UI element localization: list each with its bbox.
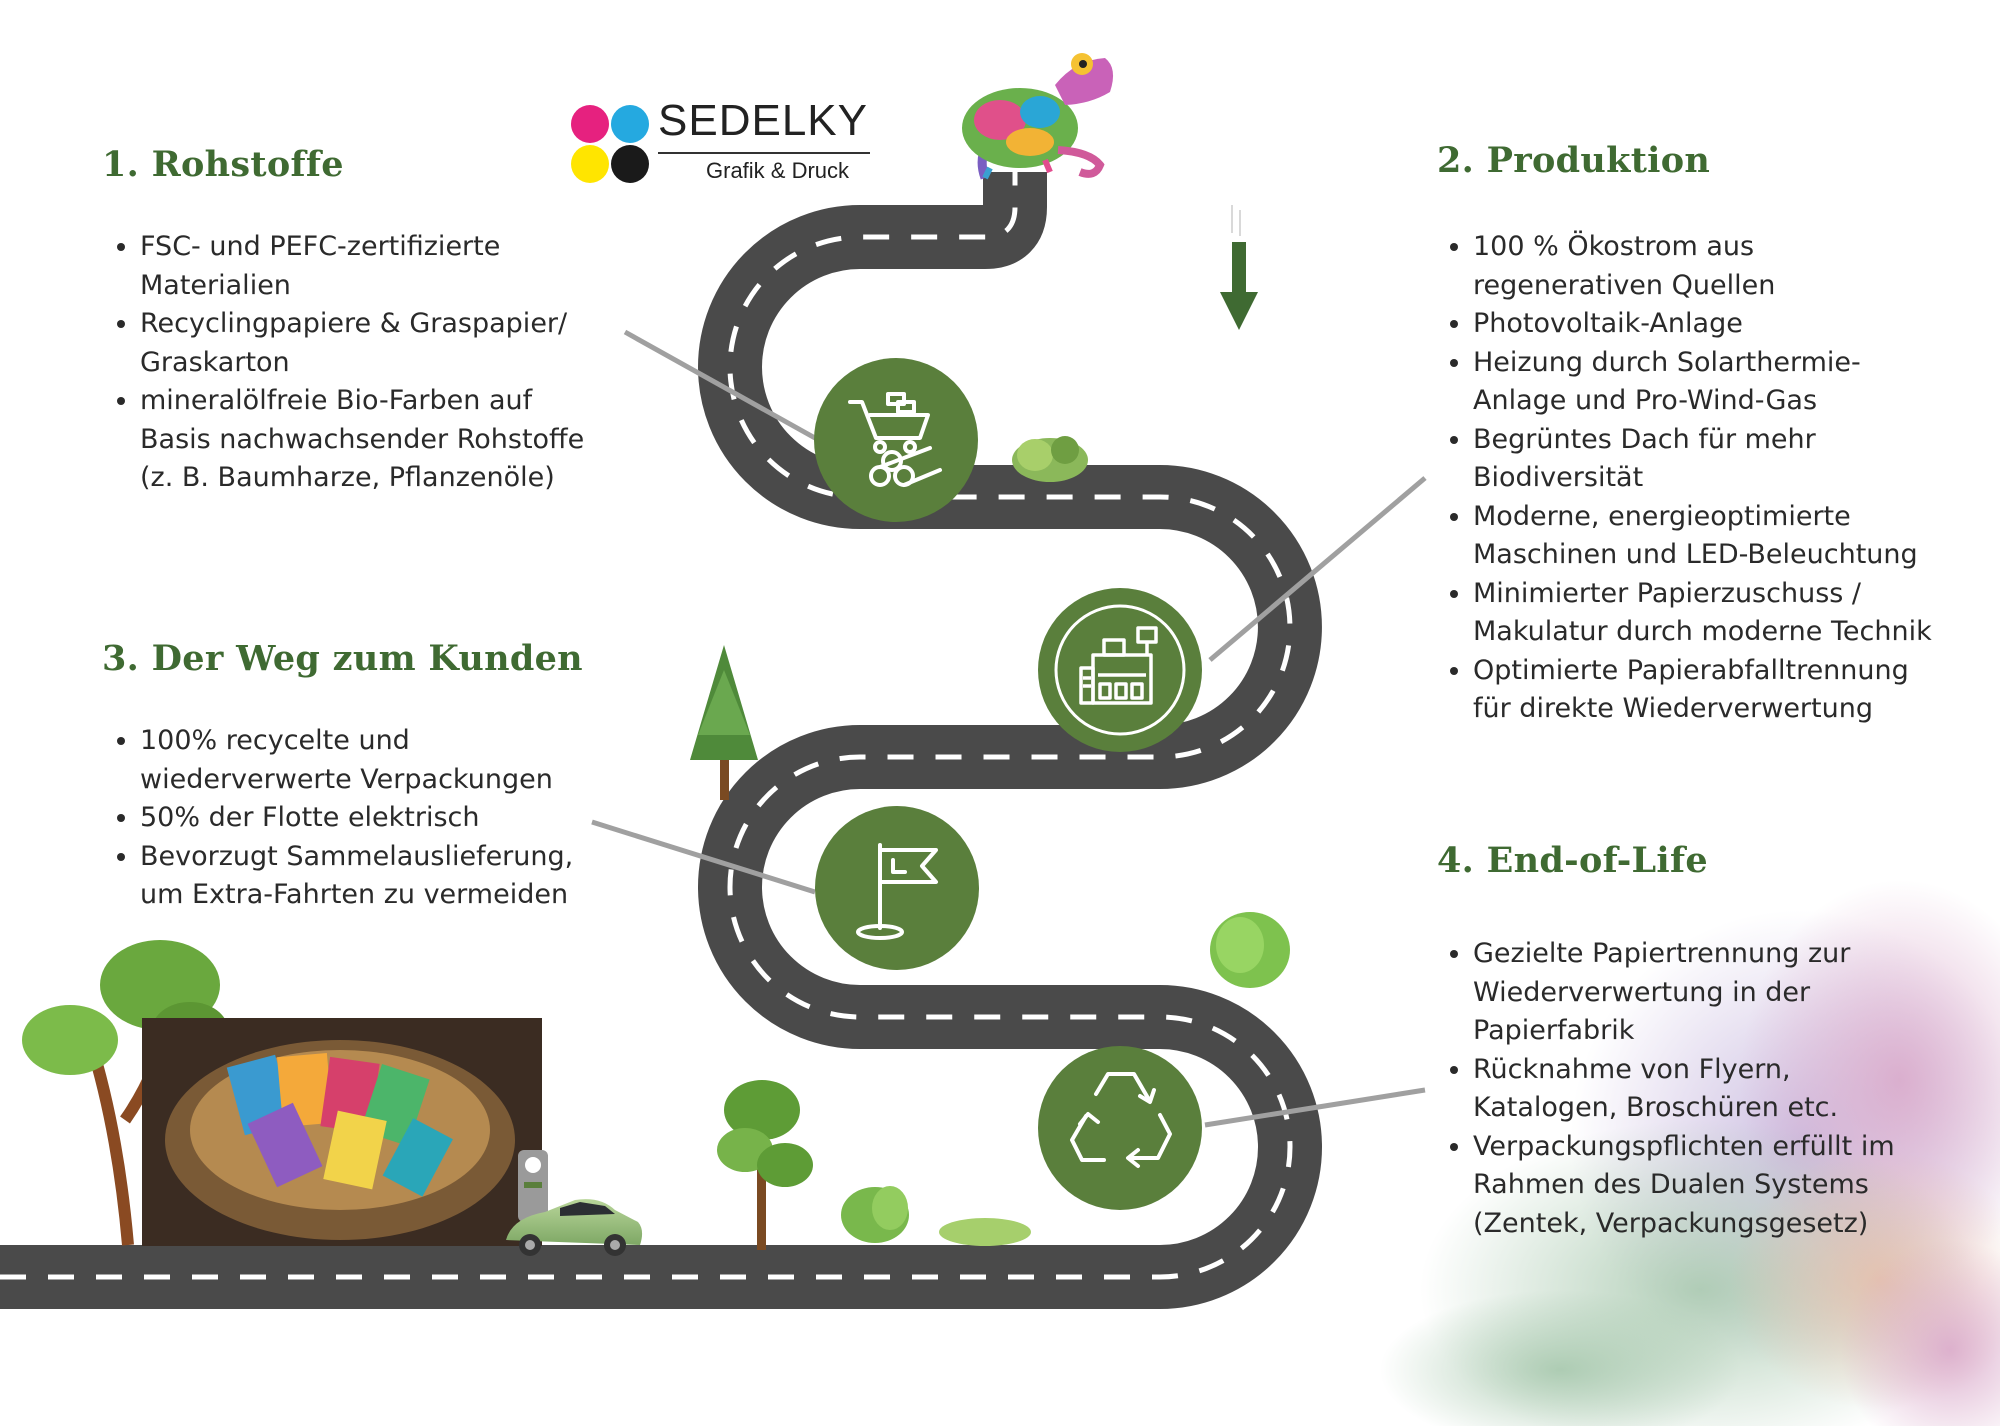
list-item: 50% der Flotte elektrisch [140, 799, 660, 838]
bush-illustration [939, 1218, 1031, 1246]
logo-wordmark: SEDELKY [658, 96, 868, 145]
charging-station-illustration [518, 1150, 548, 1222]
list-item: Rücknahme von Flyern, Katalogen, Broschü… [1473, 1051, 2000, 1128]
flag-icon [856, 843, 938, 940]
produktion-list: 100 % Ökostrom aus regenerativen Quellen… [1435, 228, 2000, 729]
logo-divider [658, 152, 870, 154]
bush-illustration [841, 1186, 909, 1243]
watercolor-splash [1380, 880, 2000, 1426]
connector-kunden [591, 819, 816, 895]
paper-basket-photo [142, 1018, 542, 1246]
list-item-text: 100% recycelte und wiederverwerte Verpac… [140, 725, 553, 795]
list-item: 100% recycelte und wiederverwerte Verpac… [140, 722, 660, 799]
list-item-text: Verpackungspflichten erfüllt im Rahmen d… [1473, 1130, 1895, 1239]
bush-illustration [1210, 912, 1290, 988]
stage-icon-kunden [815, 806, 979, 970]
section-title-produktion: 2. Produktion [1437, 140, 1711, 181]
recycle-icon [1070, 1072, 1172, 1168]
connector-rohstoffe [623, 329, 817, 441]
list-item: Photovoltaik-Anlage [1473, 305, 2000, 344]
list-item: Verpackungspflichten erfüllt im Rahmen d… [1473, 1128, 2000, 1244]
section-title-rohstoffe: 1. Rohstoffe [102, 144, 344, 185]
list-item-text: Heizung durch Solarthermie- Anlage und P… [1473, 346, 1861, 417]
electric-car-illustration [506, 1199, 643, 1256]
list-item: Recyclingpapiere & Graspapier/ Graskarto… [140, 305, 660, 382]
list-item-text: 100 % Ökostrom aus regenerativen Quellen [1473, 231, 1776, 301]
sedelky-logo: SEDELKY Grafik & Druck [570, 96, 880, 190]
list-item-text: Rücknahme von Flyern, Katalogen, Broschü… [1473, 1053, 1839, 1124]
factory-icon [1079, 626, 1158, 705]
section-title-kunden: 3. Der Weg zum Kunden [102, 638, 583, 679]
list-item: Heizung durch Solarthermie- Anlage und P… [1473, 344, 2000, 421]
tree-illustration [717, 1080, 813, 1250]
tree-illustration [690, 645, 758, 800]
logo-tagline: Grafik & Druck [706, 158, 850, 183]
kunden-list: 100% recycelte und wiederverwerte Verpac… [102, 722, 660, 915]
chameleon-illustration [962, 53, 1114, 180]
connector-lines [591, 329, 1427, 1128]
connector-end-of-life [1204, 1087, 1426, 1128]
list-item-text: 50% der Flotte elektrisch [140, 802, 480, 833]
list-item: Bevorzugt Sammelauslieferung, um Extra-F… [140, 838, 660, 915]
bush-illustration [1012, 436, 1088, 482]
list-item: Optimierte Papierabfalltrennung für dire… [1473, 652, 2000, 729]
rohstoffe-list: FSC- und PEFC-zertifizierte Materialien … [102, 228, 660, 498]
list-item-text: FSC- und PEFC-zertifizierte Materialien [140, 231, 501, 301]
list-item: FSC- und PEFC-zertifizierte Materialien [140, 228, 660, 305]
stage-icon-rohstoffe [814, 358, 978, 522]
list-item-text: mineralölfreie Bio-Farben auf Basis nach… [140, 385, 585, 493]
list-item-text: Photovoltaik-Anlage [1473, 308, 1743, 339]
list-item-text: Recyclingpapiere & Graspapier/ Graskarto… [140, 308, 568, 378]
list-item-text: Optimierte Papierabfalltrennung für dire… [1473, 654, 1909, 725]
winding-road [0, 170, 1327, 1314]
list-item-text: Begrüntes Dach für mehr Biodiversität [1473, 423, 1816, 494]
list-item: Gezielte Papiertrennung zur Wiederverwer… [1473, 935, 2000, 1051]
list-item: Begrüntes Dach für mehr Biodiversität [1473, 421, 2000, 498]
cart-logs-icon [848, 392, 942, 487]
stage-icon-end-of-life [1038, 1046, 1202, 1210]
list-item-text: Moderne, energieoptimierte Maschinen und… [1473, 500, 1918, 571]
down-arrow-icon [1220, 205, 1258, 330]
list-item-text: Gezielte Papiertrennung zur Wiederverwer… [1473, 938, 1851, 1046]
stage-icon-produktion [1038, 588, 1202, 752]
list-item: mineralölfreie Bio-Farben auf Basis nach… [140, 382, 660, 498]
list-item: Moderne, energieoptimierte Maschinen und… [1473, 498, 2000, 575]
list-item-text: Bevorzugt Sammelauslieferung, um Extra-F… [140, 840, 574, 911]
connector-produktion [1208, 476, 1427, 662]
list-item: Minimierter Papierzuschuss / Makulatur d… [1473, 575, 2000, 652]
section-title-end-of-life: 4. End-of-Life [1437, 840, 1708, 881]
logo-mark-icon [571, 105, 649, 183]
list-item: 100 % Ökostrom aus regenerativen Quellen [1473, 228, 2000, 305]
end-of-life-list: Gezielte Papiertrennung zur Wiederverwer… [1435, 935, 2000, 1243]
list-item-text: Minimierter Papierzuschuss / Makulatur d… [1473, 577, 1932, 648]
